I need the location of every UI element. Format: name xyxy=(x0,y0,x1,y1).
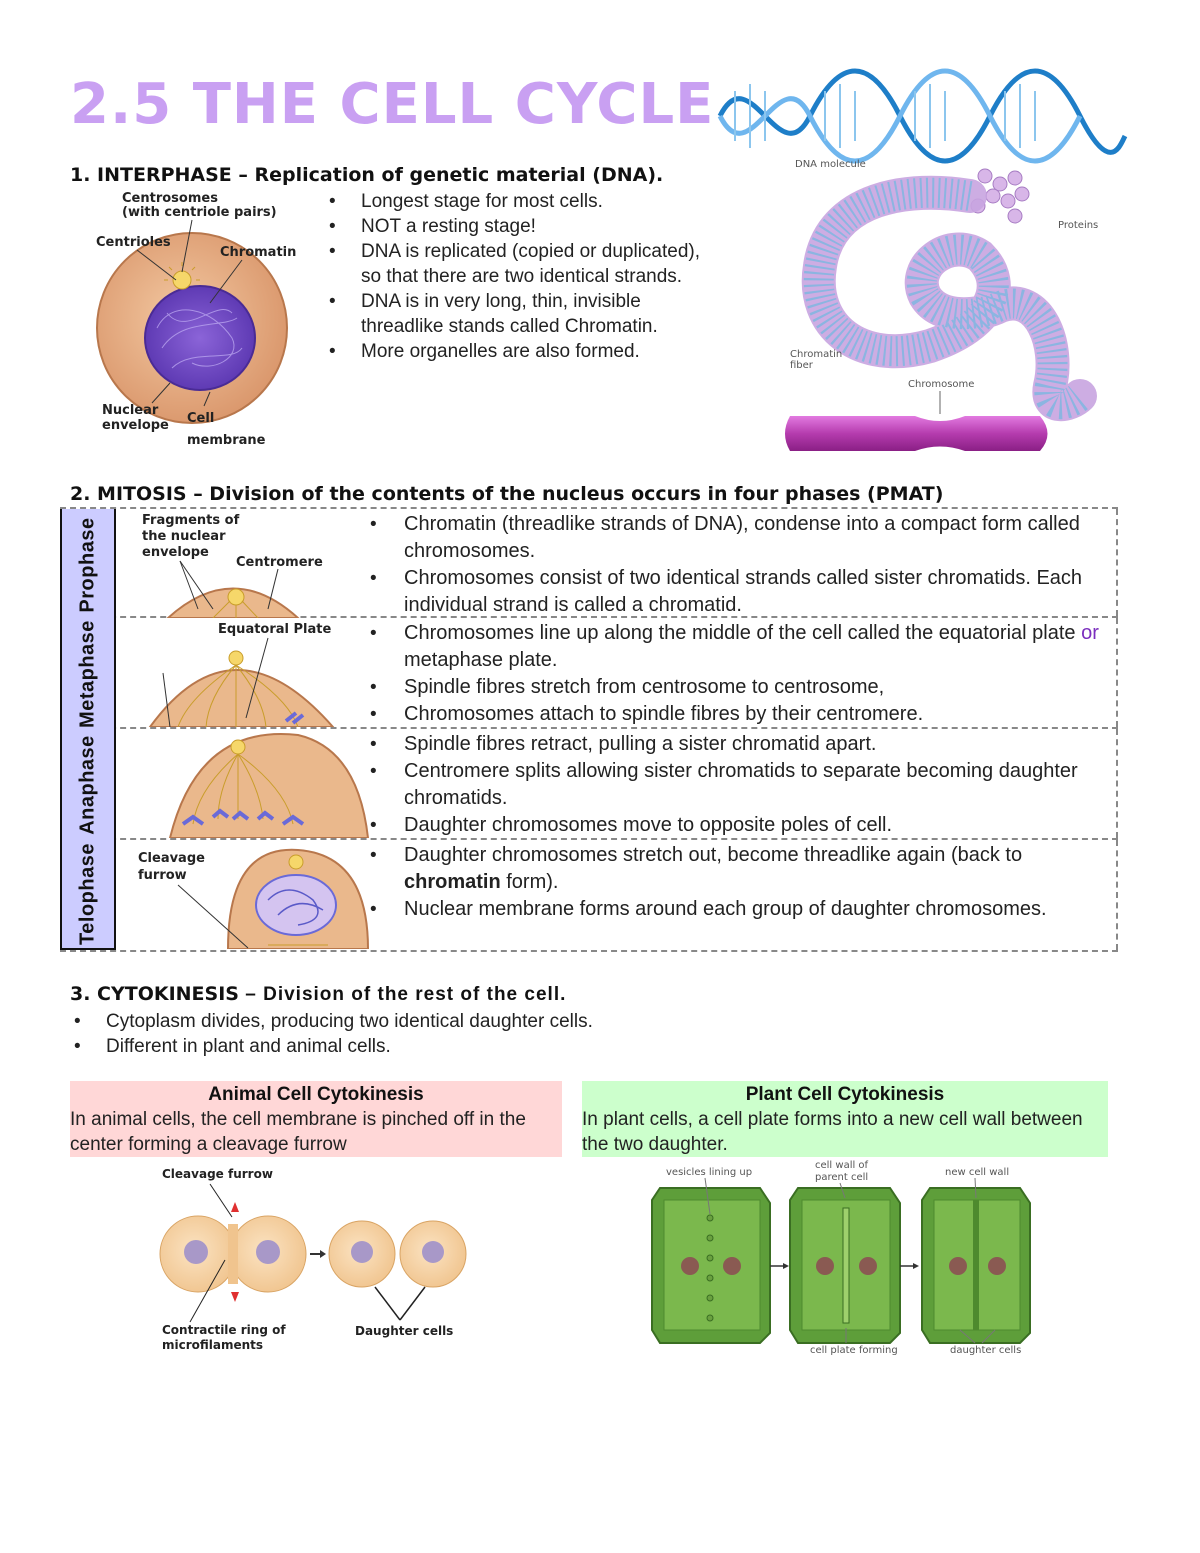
cytokinesis-bullets: Cytoplasm divides, producing two identic… xyxy=(70,1009,970,1059)
list-item: DNA is replicated (copied or duplicated)… xyxy=(325,239,705,289)
contractile-ring-label: Contractile ring of xyxy=(162,1323,286,1337)
list-item: More organelles are also formed. xyxy=(325,339,705,364)
list-item: Longest stage for most cells. xyxy=(325,189,705,214)
nuclear-label: Nuclear xyxy=(102,403,159,418)
interphase-heading: 1. INTERPHASE – Replication of genetic m… xyxy=(70,164,664,186)
plant-cytokinesis-diagram: vesicles lining up cell wall of parent c… xyxy=(651,1160,1031,1356)
animal-cytokinesis-box: Animal Cell Cytokinesis In animal cells,… xyxy=(70,1081,562,1157)
metaphase-cell-diagram: Equatoral Plate xyxy=(148,622,335,727)
microfilaments-label: microfilaments xyxy=(162,1338,263,1352)
chromosome-label: Chromosome xyxy=(908,379,974,390)
telophase-cell-diagram: Cleavage furrow xyxy=(138,848,370,949)
anaphase-label: Anaphase xyxy=(60,729,116,840)
envelope-label: envelope xyxy=(102,418,169,433)
cytokinesis-heading: 3. CYTOKINESIS – Division of the rest of… xyxy=(70,983,567,1005)
animal-box-text: In animal cells, the cell membrane is pi… xyxy=(70,1109,526,1155)
parent-wall-label-1: cell wall of xyxy=(815,1160,869,1171)
metaphase-label-plate: Equatoral Plate xyxy=(218,622,331,637)
telophase-row: Telophase Cleavage furrow Daughter chrom… xyxy=(60,840,1118,952)
vesicles-label: vesicles lining up xyxy=(666,1167,752,1178)
plant-cell-1 xyxy=(651,1187,771,1344)
dna-molecule-label: DNA molecule xyxy=(795,159,866,170)
prophase-cell-diagram: Fragments of the nuclear envelope Centro… xyxy=(142,513,323,618)
list-item: NOT a resting stage! xyxy=(325,214,705,239)
list-item: Centromere splits allowing sister chroma… xyxy=(366,758,1106,812)
list-item: Chromatin (threadlike strands of DNA), c… xyxy=(366,511,1106,565)
telophase-label-cleavage: Cleavage xyxy=(138,851,205,866)
plant-cell-2 xyxy=(789,1187,901,1344)
animal-box-title: Animal Cell Cytokinesis xyxy=(208,1084,424,1105)
interphase-bullets: Longest stage for most cells. NOT a rest… xyxy=(325,189,705,364)
plant-box-title: Plant Cell Cytokinesis xyxy=(745,1084,945,1105)
prophase-label-fragments: Fragments of xyxy=(142,513,240,528)
metaphase-row: Metaphase Equatoral Plate Chromosomes li… xyxy=(60,618,1118,729)
plant-daughter-cells-label: daughter cells xyxy=(950,1345,1021,1356)
list-item: Daughter chromosomes move to opposite po… xyxy=(366,812,1106,839)
metaphase-label: Metaphase xyxy=(60,618,116,729)
daughter-cells-label: Daughter cells xyxy=(355,1324,453,1338)
list-item: Chromosomes attach to spindle fibres by … xyxy=(366,701,1106,728)
list-item: Daughter chromosomes stretch out, become… xyxy=(366,842,1106,896)
membrane-label: membrane xyxy=(187,433,266,448)
plant-cytokinesis-box: Plant Cell Cytokinesis In plant cells, a… xyxy=(582,1081,1108,1157)
anaphase-cell-diagram xyxy=(168,733,370,838)
prophase-label-centromere: Centromere xyxy=(236,555,323,570)
telophase-bullets: Daughter chromosomes stretch out, become… xyxy=(366,842,1106,923)
animal-cytokinesis-diagram: Cleavage furrow Contractile ring of micr… xyxy=(159,1167,467,1352)
prophase-bullets: Chromatin (threadlike strands of DNA), c… xyxy=(366,511,1106,619)
dna-chromosome-illustration: DNA molecule Proteins Chromatin fiber Ch… xyxy=(717,68,1128,451)
centrosomes-label: Centrosomes xyxy=(122,191,218,206)
chromatin-fiber-label: Chromatin xyxy=(790,349,842,360)
mitosis-table: Prophase Fragments of the nuclear envelo… xyxy=(60,507,1118,952)
parent-wall-label-2: parent cell xyxy=(815,1172,868,1183)
list-item: Different in plant and animal cells. xyxy=(70,1034,970,1059)
list-item: Nuclear membrane forms around each group… xyxy=(366,896,1106,923)
cell-label: Cell xyxy=(187,411,214,426)
plant-cell-3 xyxy=(921,1187,1031,1344)
prophase-label-nuclear: the nuclear xyxy=(142,529,226,544)
prophase-label-envelope: envelope xyxy=(142,545,209,560)
proteins-label: Proteins xyxy=(1058,220,1098,231)
list-item: Cytoplasm divides, producing two identic… xyxy=(70,1009,970,1034)
list-item: Chromosomes consist of two identical str… xyxy=(366,565,1106,619)
plant-box-text: In plant cells, a cell plate forms into … xyxy=(582,1109,1083,1155)
anaphase-bullets: Spindle fibres retract, pulling a sister… xyxy=(366,731,1106,839)
chromatin-fiber-label-2: fiber xyxy=(790,360,814,371)
mitosis-heading: 2. MITOSIS – Division of the contents of… xyxy=(70,483,944,505)
telophase-label-furrow: furrow xyxy=(138,868,187,883)
anaphase-row: Anaphase Spindle fibres retract, pulling… xyxy=(60,729,1118,840)
centrosomes-sub-label: (with centriole pairs) xyxy=(122,205,277,220)
list-item: DNA is in very long, thin, invisible thr… xyxy=(325,289,705,339)
cleavage-furrow-label: Cleavage furrow xyxy=(162,1167,273,1181)
list-item: Spindle fibres stretch from centrosome t… xyxy=(366,674,1106,701)
prophase-label: Prophase xyxy=(60,509,116,620)
chromatin-label: Chromatin xyxy=(220,245,296,260)
centrioles-label: Centrioles xyxy=(96,235,171,250)
list-item: Chromosomes line up along the middle of … xyxy=(366,620,1106,674)
page-title: 2.5 THE CELL CYCLE xyxy=(70,72,715,137)
interphase-cell-diagram: Centrosomes (with centriole pairs) Centr… xyxy=(96,191,296,448)
prophase-row: Prophase Fragments of the nuclear envelo… xyxy=(60,507,1118,620)
telophase-label: Telophase xyxy=(60,840,116,950)
new-wall-label: new cell wall xyxy=(945,1167,1009,1178)
metaphase-bullets: Chromosomes line up along the middle of … xyxy=(366,620,1106,728)
list-item: Spindle fibres retract, pulling a sister… xyxy=(366,731,1106,758)
cell-plate-label: cell plate forming xyxy=(810,1345,898,1356)
